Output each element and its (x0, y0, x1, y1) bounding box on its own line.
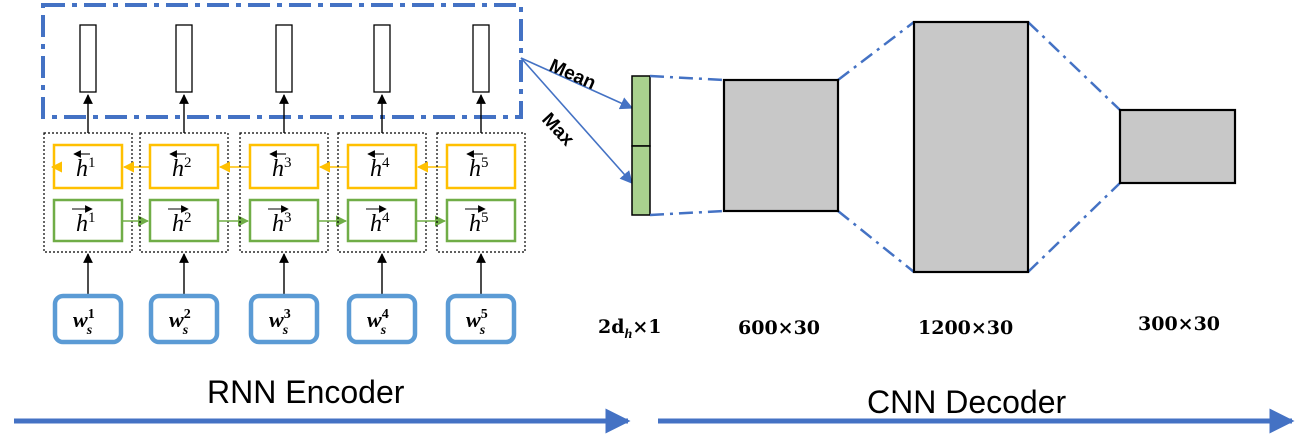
rnn-cell (239, 132, 329, 253)
output-vector (373, 24, 391, 93)
word-input-box (248, 293, 320, 345)
dim-label-conv1: 600×30 (738, 317, 820, 339)
backward-state-box (52, 143, 124, 190)
mean-arrow (520, 57, 634, 110)
backward-state-box (148, 143, 220, 190)
encoder-output-container (41, 3, 523, 119)
rnn-cell (337, 132, 427, 253)
forward-state-label: h3 (272, 210, 292, 237)
word-input-box (148, 293, 220, 345)
output-block-300x30 (1118, 108, 1237, 185)
backward-state-box (248, 143, 320, 190)
forward-state-label: h2 (172, 210, 192, 237)
output-vector (175, 24, 193, 93)
forward-state-label: h5 (469, 210, 489, 237)
rnn-cell (139, 132, 229, 253)
word-input-box (346, 293, 418, 345)
decoder-title: CNN Decoder (867, 384, 1067, 420)
backward-state-box (445, 143, 517, 190)
rnn-cell (43, 132, 133, 253)
backward-state-box (346, 143, 418, 190)
conv-block-600x30 (722, 78, 840, 213)
conv-block-1200x30 (912, 20, 1030, 274)
forward-state-label: h4 (370, 210, 390, 237)
word-input-box (445, 293, 517, 345)
dim-label-pooled: 2dh×1 (598, 316, 661, 342)
output-vector (472, 24, 490, 93)
output-vector (275, 24, 293, 93)
rnn-cell (436, 132, 526, 253)
backward-state-label: h2 (172, 155, 192, 182)
encoder-title: RNN Encoder (207, 374, 405, 410)
max-arrow (520, 57, 633, 184)
pooled-vector-max (631, 145, 651, 216)
pooled-vector-mean (631, 75, 651, 147)
decoder-connectors (649, 21, 1121, 273)
output-vector (79, 24, 97, 93)
backward-state-label: h1 (76, 155, 96, 182)
dim-label-output: 300×30 (1138, 313, 1220, 335)
backward-state-label: h3 (272, 155, 292, 182)
forward-state-label: h1 (76, 210, 96, 237)
word-input-box (52, 293, 124, 345)
dim-label-conv2: 1200×30 (918, 317, 1013, 339)
mean-label: Mean (546, 55, 599, 94)
backward-state-label: h5 (469, 155, 489, 182)
backward-state-label: h4 (370, 155, 390, 182)
